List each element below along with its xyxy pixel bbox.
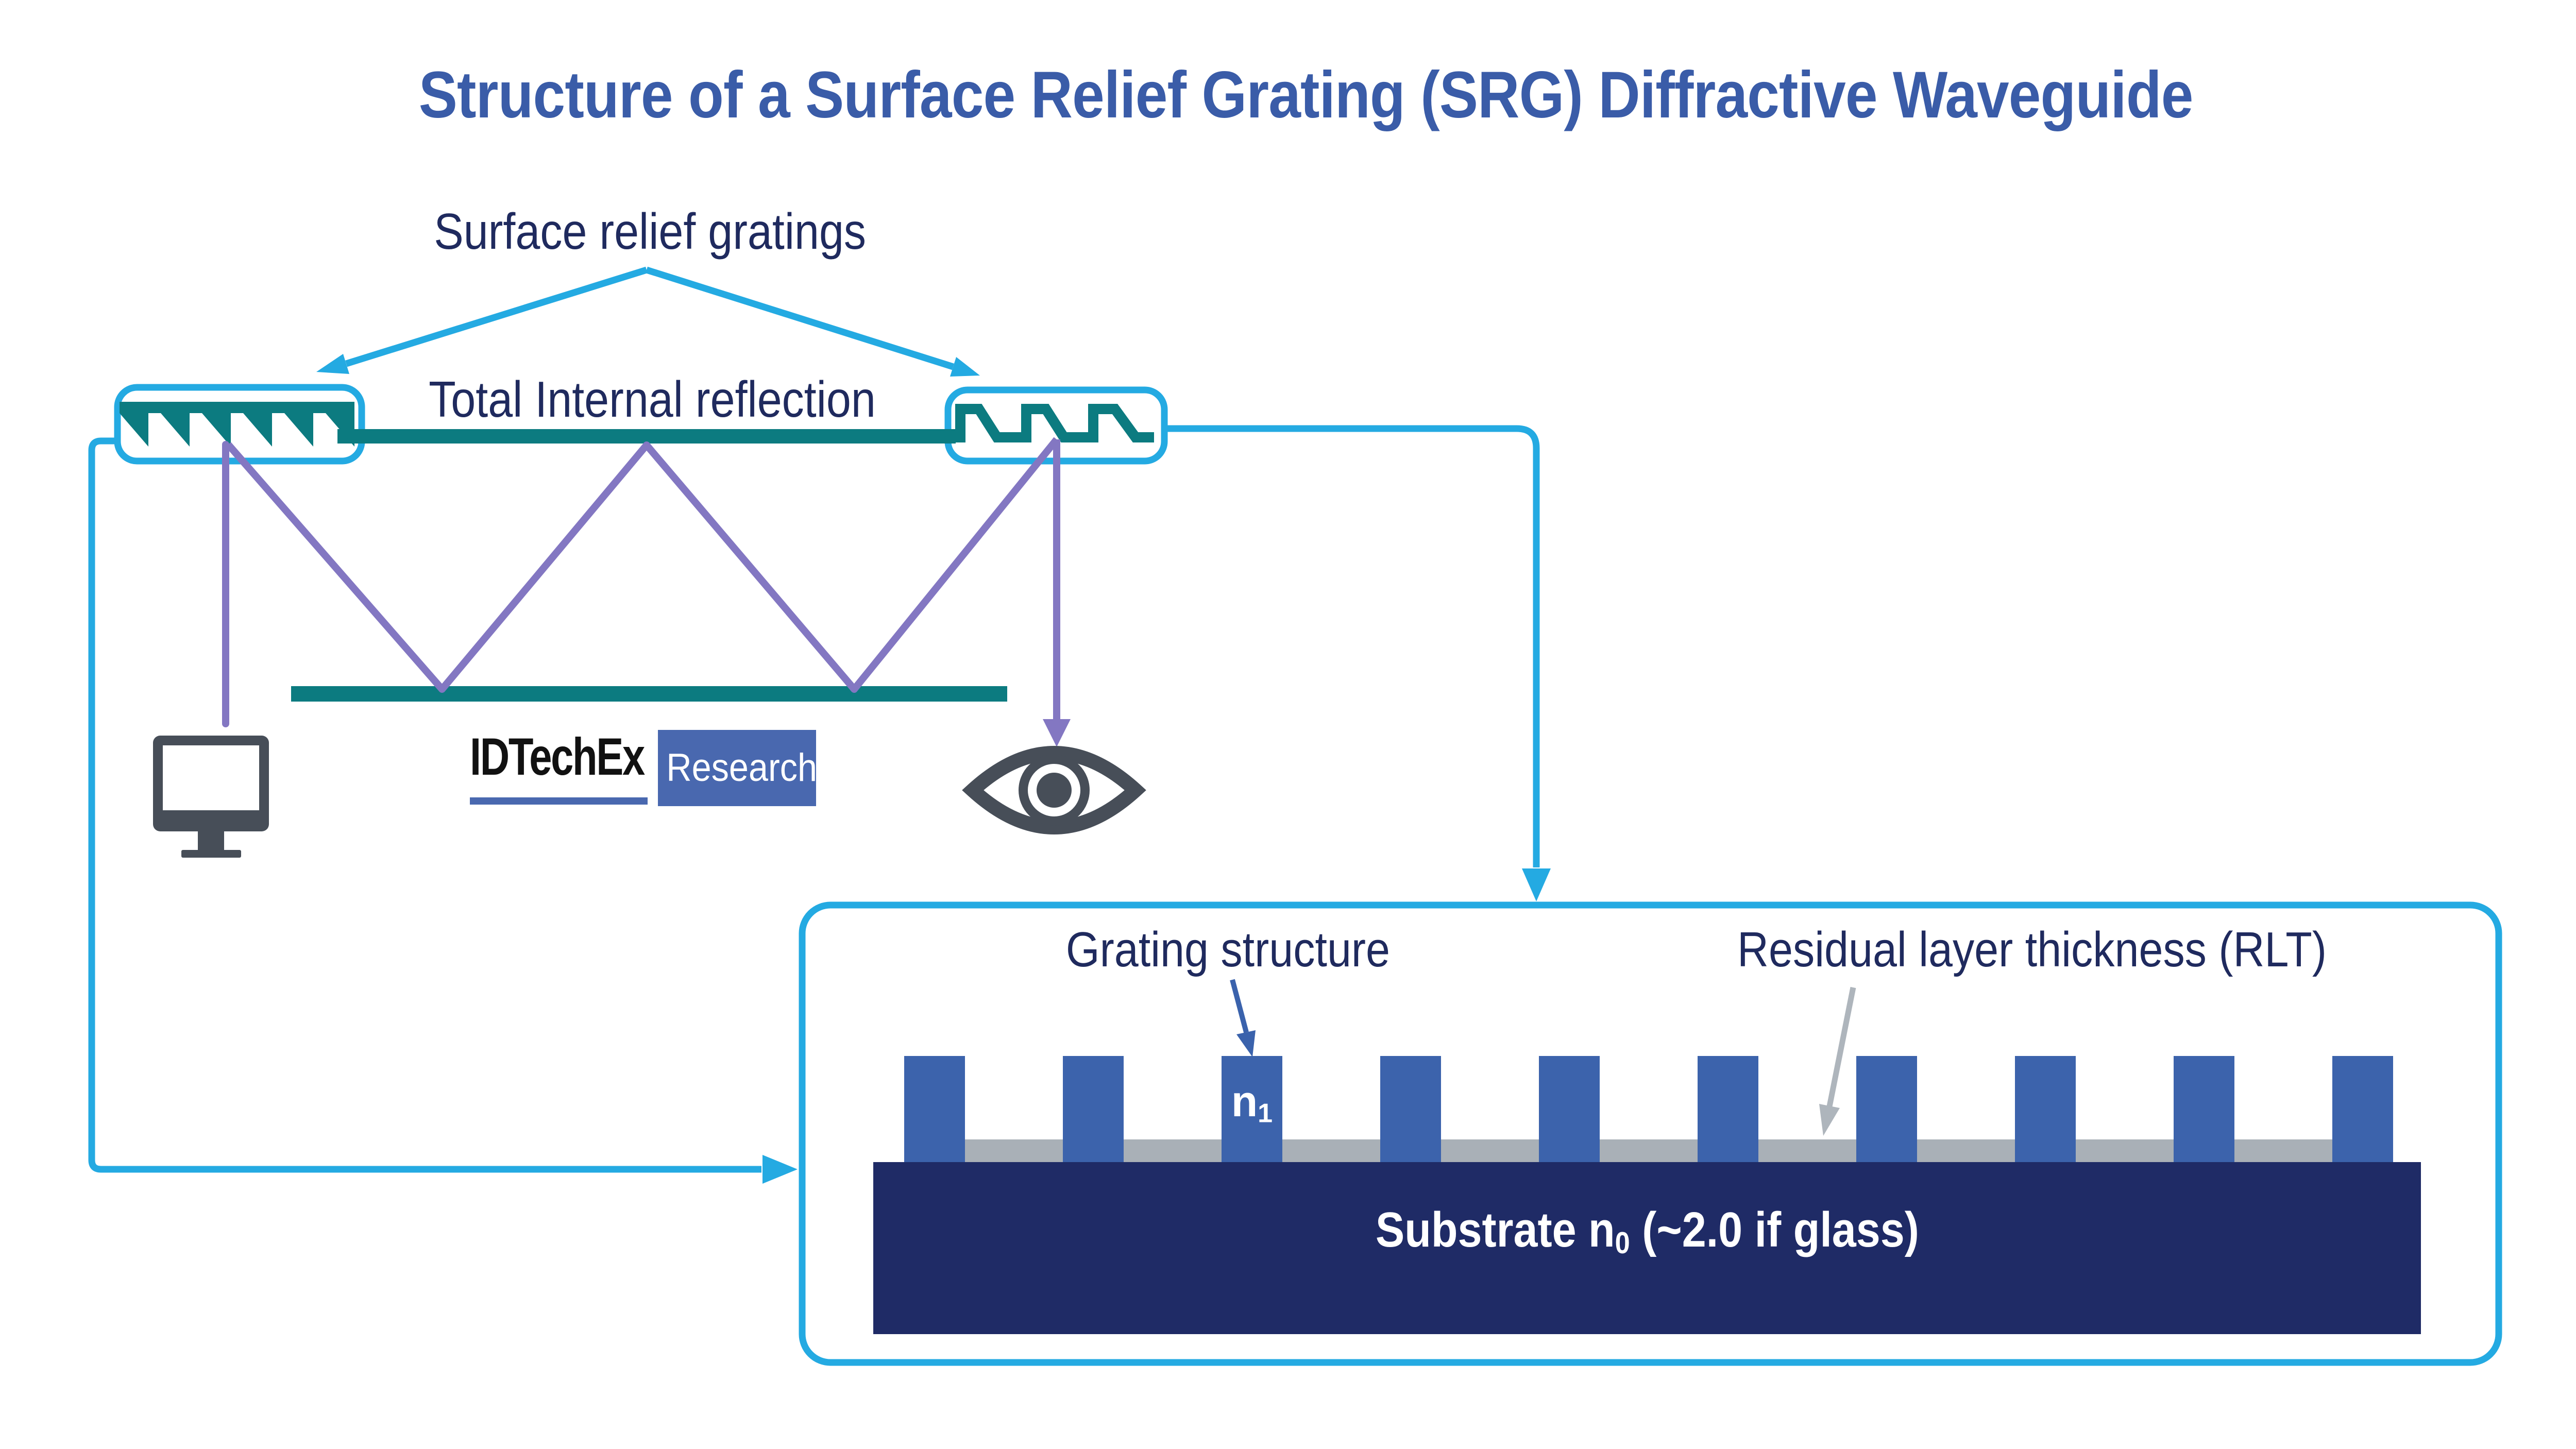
- grating-pillar: [1698, 1056, 1758, 1162]
- n1-label: n1: [1231, 1077, 1273, 1129]
- light-ray-output-arrow-icon: [1043, 719, 1071, 747]
- tir-label: Total Internal reflection: [429, 371, 876, 428]
- grating-pillar: [2015, 1056, 2076, 1162]
- srg-label: Surface relief gratings: [434, 203, 867, 260]
- srg-pointer-left-line: [345, 266, 648, 367]
- connector-right-line: [1162, 425, 1540, 867]
- waveguide-top-bar: [337, 429, 956, 444]
- rlt-pointer-line: [1826, 986, 1856, 1107]
- page-title-text: Structure of a Surface Relief Grating (S…: [419, 58, 2194, 132]
- grating-pillar: [904, 1056, 965, 1162]
- substrate-label: Substrate n0 (~2.0 if glass): [1375, 1202, 1919, 1260]
- squarewave-grating-icon: [955, 404, 1154, 442]
- eye-icon: [962, 746, 1146, 834]
- residual-layer: [965, 1139, 2332, 1162]
- grating-pillar: [2332, 1056, 2393, 1162]
- logo-research-badge: Research: [658, 730, 817, 806]
- substrate: [873, 1162, 2421, 1334]
- grating-structure-label: Grating structure: [1065, 922, 1390, 977]
- grating-pillar: [1380, 1056, 1441, 1162]
- grating-pillar: [1222, 1056, 1282, 1162]
- grating-pillar: [1856, 1056, 1917, 1162]
- connector-left-arrow-icon: [762, 1155, 798, 1184]
- grating-pillar: [1063, 1056, 1124, 1162]
- page-title: Structure of a Surface Relief Grating (S…: [36, 58, 2576, 132]
- connector-left-line: [88, 437, 761, 1173]
- rlt-label: Residual layer thickness (RLT): [1737, 922, 2327, 977]
- srg-pointer-left-arrow-icon: [316, 354, 349, 374]
- light-ray-tir-zigzag: [225, 437, 1060, 693]
- grating-pointer-arrow-icon: [1236, 1030, 1256, 1057]
- srg-pointer-right-arrow-icon: [950, 357, 980, 377]
- monitor-icon: [153, 736, 269, 858]
- logo-underline: [470, 797, 648, 805]
- grating-pillar: [1539, 1056, 1600, 1162]
- waveguide-bottom-bar: [291, 686, 1007, 702]
- sawtooth-grating-icon: [120, 402, 354, 447]
- logo-brand: IDTechEx: [470, 727, 645, 786]
- rlt-pointer-arrow-icon: [1819, 1104, 1840, 1136]
- connector-right-arrow-icon: [1522, 868, 1551, 901]
- grating-pillar: [2174, 1056, 2234, 1162]
- srg-pointer-right-line: [646, 266, 954, 370]
- grating-pointer-line: [1230, 979, 1249, 1033]
